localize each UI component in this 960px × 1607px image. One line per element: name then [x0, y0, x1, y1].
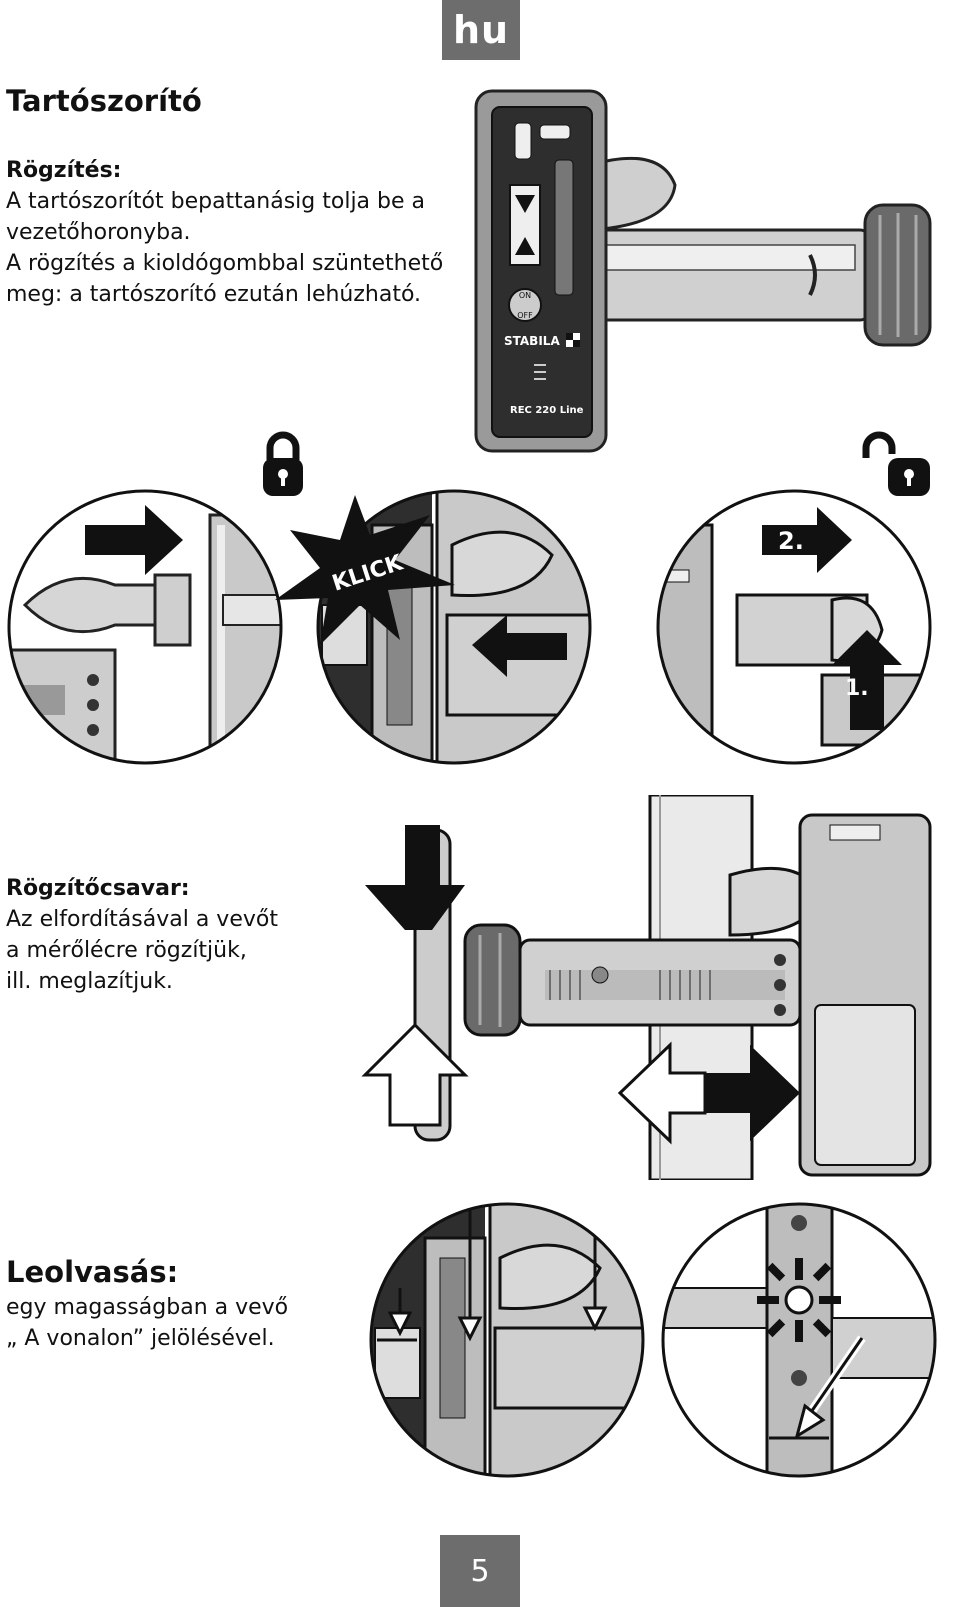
section-screw-heading: Rögzítőcsavar:	[6, 876, 190, 901]
step-two-label: 2.	[778, 527, 804, 555]
brand-label: STABILA	[504, 334, 560, 348]
model-label: REC 220 Line	[510, 405, 584, 416]
section-screw-line: a mérőlécre rögzítjük,	[6, 938, 247, 963]
step-one-label: 1.	[845, 676, 869, 701]
section-screw-line: ill. meglazítjuk.	[6, 969, 173, 994]
section-attach-line: A tartószorítót bepattanásig tolja be a	[6, 189, 426, 214]
page-number: 5	[440, 1535, 520, 1607]
section-screw: Rögzítőcsavar: Az elfordításával a vevőt…	[6, 873, 278, 997]
section-screw-line: Az elfordításával a vevőt	[6, 907, 278, 932]
reading-illustration-1	[369, 1202, 645, 1478]
section-attach-line: vezetőhoronyba.	[6, 220, 191, 245]
lock-closed-icon	[263, 431, 303, 496]
page-title: Tartószorító	[6, 84, 202, 118]
klick-burst: KLICK	[275, 495, 455, 645]
reading-illustration-2	[661, 1202, 937, 1478]
section-reading: Leolvasás: egy magasságban a vevő „ A vo…	[6, 1252, 288, 1354]
section-reading-heading: Leolvasás:	[6, 1255, 179, 1289]
section-attach-line: meg: a tartószorító ezután lehúzható.	[6, 282, 422, 307]
section-attach-line: A rögzítés a kioldógombbal szüntethető	[6, 251, 444, 276]
clamp-screw-illustration	[361, 795, 932, 1180]
language-tab: hu	[442, 0, 520, 60]
section-reading-line: „ A vonalon” jelölésével.	[6, 1326, 275, 1351]
on-label: ON	[519, 291, 531, 300]
off-label: OFF	[517, 311, 533, 320]
lock-open-icon	[862, 431, 930, 496]
release-step-illustration: 2. 1.	[656, 489, 932, 765]
section-attach-heading: Rögzítés:	[6, 158, 122, 183]
section-reading-line: egy magasságban a vevő	[6, 1295, 289, 1320]
attach-step-illustration-1	[7, 489, 283, 765]
section-attach: Rögzítés: A tartószorítót bepattanásig t…	[6, 155, 443, 310]
receiver-device-illustration: ON OFF STABILA REC 220 Line	[474, 89, 932, 453]
